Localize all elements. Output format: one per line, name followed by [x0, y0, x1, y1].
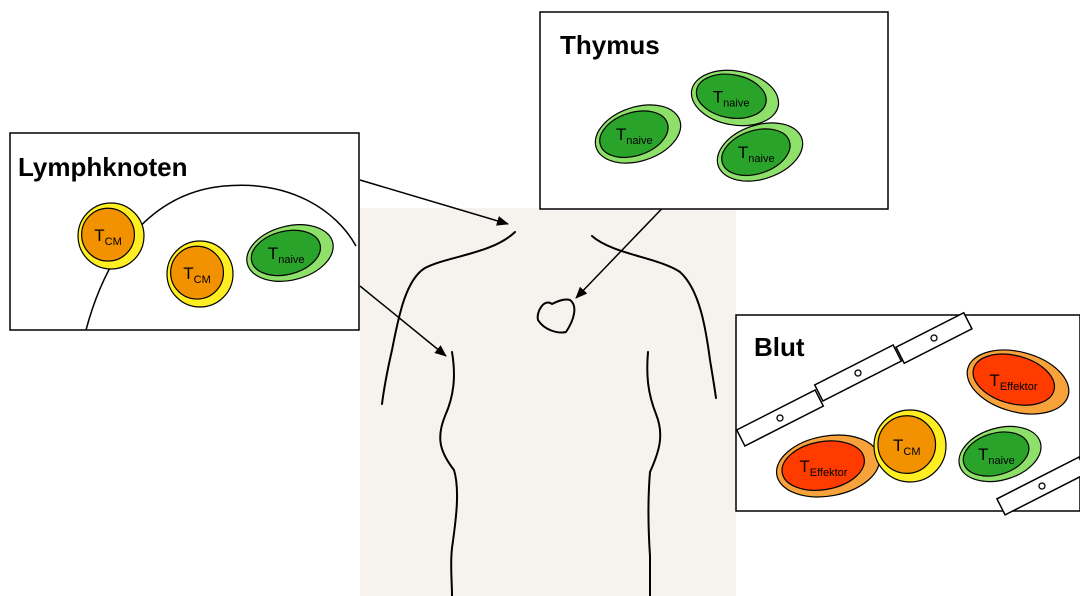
cell-label-subscript: naive — [723, 97, 749, 109]
cell-label-letter: T — [268, 244, 278, 263]
lymph-t-cm-cell-right: TCM — [167, 241, 233, 307]
cell-label-letter: T — [183, 264, 193, 283]
cell-label-subscript: CM — [194, 274, 211, 286]
thymus-title: Thymus — [560, 30, 660, 60]
cell-label-subscript: naive — [626, 135, 652, 147]
cell-label-subscript: CM — [903, 446, 920, 458]
cell-label-subscript: CM — [105, 236, 122, 248]
body-paper-background — [360, 208, 736, 596]
cell-label-subscript: Effektor — [810, 467, 848, 479]
cell-label-letter: T — [799, 457, 809, 476]
cell-label-letter: T — [978, 445, 988, 464]
cell-label-letter: T — [893, 436, 903, 455]
cell-label-subscript: naive — [748, 153, 774, 165]
thymus-panel: Thymus Tnaive Tnaive Tnaive — [540, 12, 888, 209]
cell-label-subscript: Effektor — [1000, 381, 1038, 393]
blood-panel: Blut TEffektor TEffektor TCM Tnaive — [736, 313, 1080, 515]
cell-nucleus — [878, 416, 936, 474]
cell-label-letter: T — [989, 371, 999, 390]
blood-title: Blut — [754, 332, 805, 362]
cell-label-letter: T — [616, 125, 626, 144]
cell-label-letter: T — [94, 226, 104, 245]
cell-label-subscript: naive — [278, 254, 304, 266]
lymph-node-panel: Lymphknoten TCM TCM Tnaive — [10, 133, 359, 330]
cell-label-subscript: naive — [988, 455, 1014, 467]
blood-t-cm-cell: TCM — [874, 410, 946, 482]
cell-nucleus — [82, 208, 135, 261]
cell-label-letter: T — [738, 143, 748, 162]
cell-label-letter: T — [713, 87, 723, 106]
cell-nucleus — [171, 246, 224, 299]
lymph-t-cm-cell-left: TCM — [78, 203, 144, 269]
lymph-node-title: Lymphknoten — [18, 152, 187, 182]
